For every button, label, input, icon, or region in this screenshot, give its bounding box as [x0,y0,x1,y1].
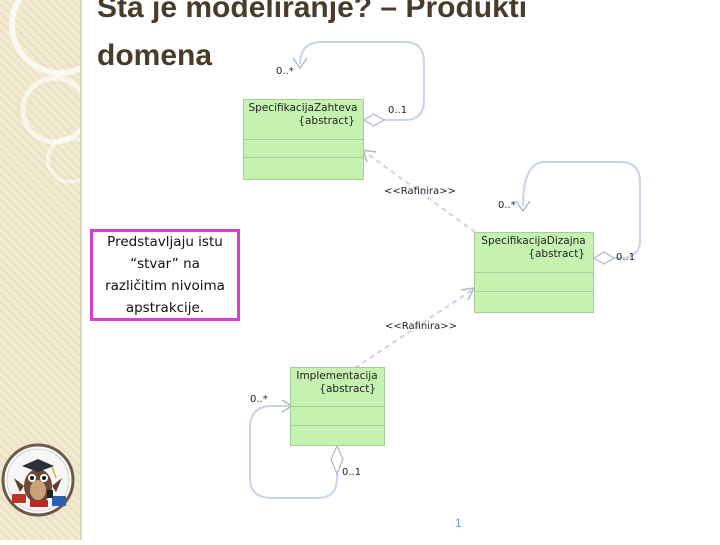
multiplicity-zahteva-many: 0..* [276,66,294,77]
class-divider [291,406,384,407]
class-divider [244,139,363,140]
class-implementacija: Implementacija {abstract} [290,367,385,446]
class-divider [244,157,363,158]
slide-title: Šta je modeliranje? – Produkti domena [97,0,528,72]
arrowhead-zahteva-loop [292,57,308,70]
arrowhead-dizajna-loop [515,200,531,213]
class-divider [475,272,593,273]
multiplicity-dizajna-many: 0..* [498,200,516,211]
callout-box: Predstavljaju istu “stvar” na različitim… [90,229,240,321]
class-name: SpecifikacijaZahteva [248,102,358,114]
class-specifikacija-dizajna: SpecifikacijaDizajna {abstract} [474,232,594,313]
relation-label-refine-1: <<Rafinira>> [384,186,457,197]
refine-edge-impl-dizajna [354,289,473,369]
class-stereotype: {abstract} [298,115,355,127]
sidebar-divider [80,0,82,540]
class-divider [291,425,384,426]
self-loop-zahteva [299,41,425,121]
relation-label-refine-2: <<Rafinira>> [385,321,458,332]
self-loop-dizajna [522,161,641,259]
multiplicity-impl-many: 0..* [250,394,268,405]
page-number: 1 [455,516,462,530]
arrowhead-refine-dizajna [460,287,476,301]
class-stereotype: {abstract} [528,248,585,260]
multiplicity-zahteva-one: 0..1 [388,105,408,116]
decorative-sidebar [0,0,111,540]
aggregation-diamond-impl [330,444,344,476]
aggregation-diamond-dizajna [592,251,616,265]
refine-edge-dizajna-zahteva [364,151,476,233]
class-name: SpecifikacijaDizajna [481,235,586,247]
class-specifikacija-zahteva: SpecifikacijaZahteva {abstract} [243,99,364,180]
multiplicity-dizajna-one: 0..1 [616,252,636,263]
aggregation-diamond-zahteva [362,113,386,127]
self-loop-implementacija [249,405,338,499]
owl-graduate-icon [1,443,75,517]
class-divider [475,291,593,292]
multiplicity-impl-one: 0..1 [342,467,362,478]
class-stereotype: {abstract} [319,383,376,395]
class-name: Implementacija [296,370,378,382]
